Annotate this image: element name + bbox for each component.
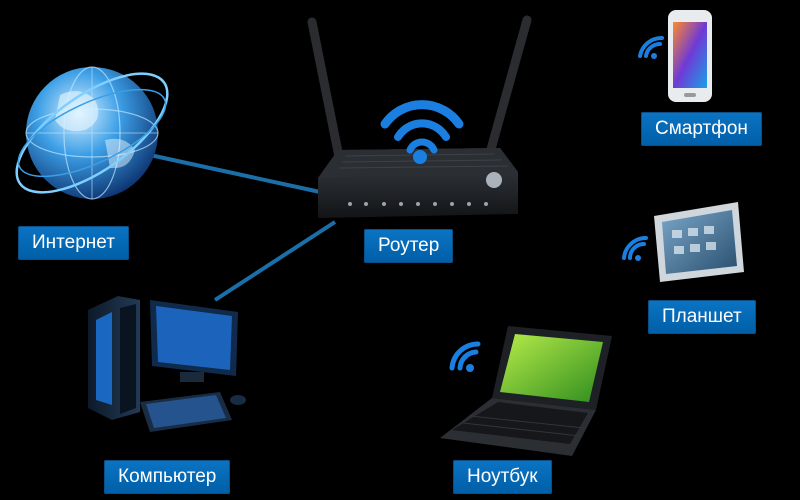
computer-icon — [88, 296, 246, 432]
tablet-label: Планшет — [648, 300, 756, 334]
tablet-icon — [654, 202, 744, 282]
globe-icon — [15, 66, 169, 200]
laptop-icon — [440, 326, 612, 456]
wifi-icon — [638, 35, 664, 59]
wifi-icon — [380, 100, 464, 164]
wifi-icon — [622, 235, 648, 261]
wifi-icon — [449, 341, 481, 372]
smartphone-icon — [668, 10, 712, 102]
link-computer-router — [213, 220, 337, 302]
internet-label: Интернет — [18, 226, 129, 260]
laptop-label: Ноутбук — [453, 460, 552, 494]
smartphone-label: Смартфон — [641, 112, 762, 146]
router-icon — [307, 15, 532, 218]
link-internet-router — [149, 153, 321, 194]
router-label: Роутер — [364, 229, 454, 263]
computer-label: Компьютер — [104, 460, 231, 494]
